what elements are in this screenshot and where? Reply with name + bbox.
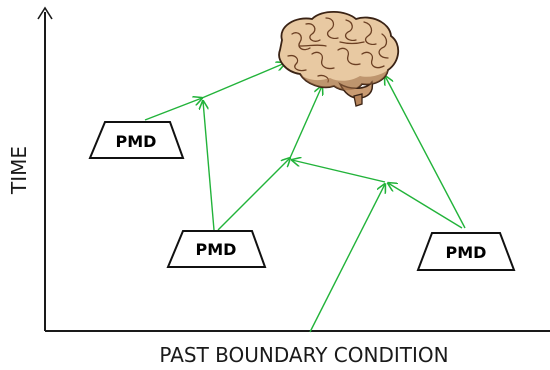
arrow-pmd3-to-brain <box>385 76 466 229</box>
pmd-box-1: PMD <box>88 121 185 159</box>
y-axis-label: TIME <box>7 146 31 195</box>
arrow-boundary-to-right-node <box>309 184 385 333</box>
arrow-junction-to-brain <box>201 63 285 99</box>
pmd-box-shape <box>416 232 516 271</box>
pmd-box-label: PMD <box>196 240 237 259</box>
pmd-box-3: PMD <box>416 232 516 271</box>
brain-folds <box>287 17 389 83</box>
arrow-right-node-to-mid-node <box>292 160 386 183</box>
pmd-box-2: PMD <box>166 230 267 268</box>
brain-stem <box>353 93 363 107</box>
pmd-box-label: PMD <box>116 132 157 151</box>
axes <box>37 6 550 332</box>
brain-cerebellum <box>338 80 374 99</box>
x-axis-label: PAST BOUNDARY CONDITION <box>159 343 448 367</box>
brain-icon <box>278 10 400 107</box>
arrow-pmd2-to-mid-node <box>217 158 290 231</box>
pmd-box-shape <box>166 230 267 268</box>
brain-shading <box>300 70 388 91</box>
arrow-pmd2-to-junction <box>203 101 215 231</box>
arrow-pmd3-to-right-node <box>388 183 463 229</box>
arrow-pmd1-to-junction <box>144 98 202 121</box>
pmd-box-label: PMD <box>446 243 487 262</box>
pmd-box-shape <box>88 121 185 159</box>
causal-arrows <box>144 63 466 333</box>
y-axis-arrowhead <box>37 6 53 20</box>
arrow-mid-node-to-brain <box>289 86 322 159</box>
